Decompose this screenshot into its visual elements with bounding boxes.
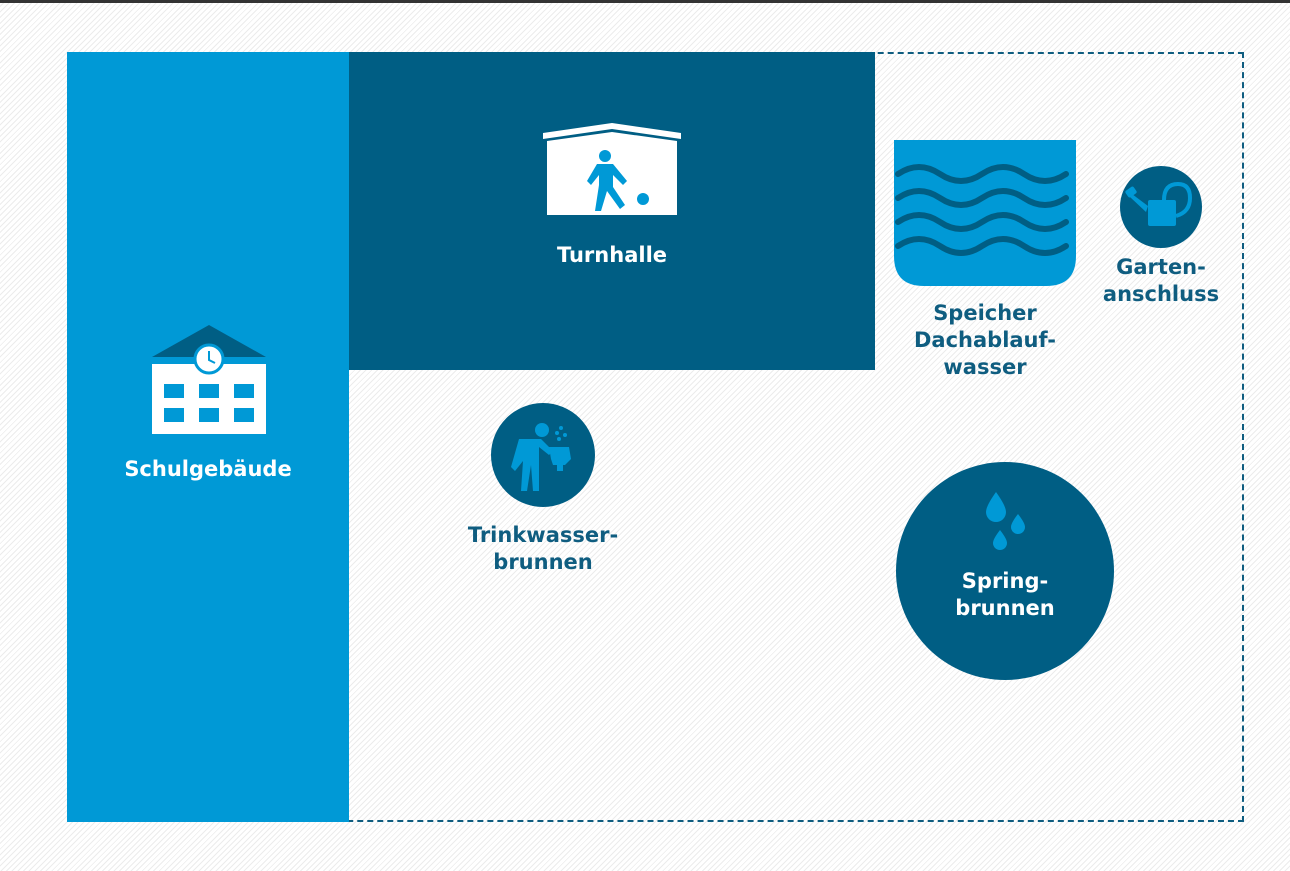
storage-label-line3: wasser <box>943 355 1027 379</box>
drinking-label-line1: Trinkwasser- <box>467 523 619 547</box>
water-waves-icon <box>894 140 1076 286</box>
fountain-circle <box>896 462 1114 680</box>
storage-label-line2: Dachablauf- <box>913 328 1056 352</box>
school-building-icon <box>152 325 266 434</box>
storage-label: Speicher Dachablauf- wasser <box>880 300 1090 381</box>
fountain-label: Spring- brunnen <box>905 568 1105 622</box>
garden-label-line2: anschluss <box>1102 282 1220 306</box>
watering-can-icon <box>1125 181 1193 226</box>
top-rule <box>0 0 1290 3</box>
drinking-label-line2: brunnen <box>493 550 593 574</box>
drinking-fountain-icon <box>511 423 571 491</box>
drinking-label: Trinkwasser- brunnen <box>430 522 656 576</box>
garden-label-line1: Garten- <box>1116 255 1206 279</box>
garden-label: Garten- anschluss <box>1086 254 1236 308</box>
fountain-label-line1: Spring- <box>961 569 1049 593</box>
water-drops-icon <box>986 492 1025 550</box>
storage-label-line1: Speicher <box>933 301 1037 325</box>
drinking-circle <box>491 403 595 507</box>
fountain-label-line2: brunnen <box>955 596 1055 620</box>
school-label: Schulgebäude <box>124 457 292 481</box>
school-building-area <box>67 52 349 822</box>
gym-football-icon <box>543 123 681 215</box>
gym-label: Turnhalle <box>556 243 668 267</box>
